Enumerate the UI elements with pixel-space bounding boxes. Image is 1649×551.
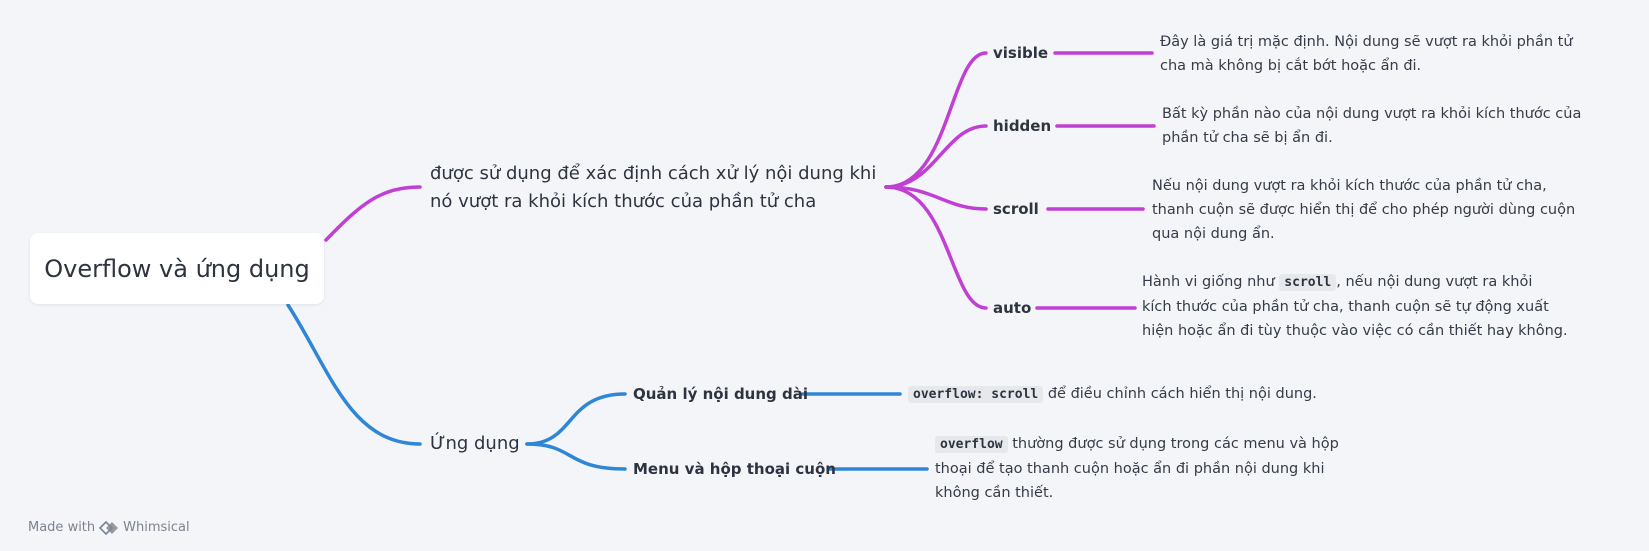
root-node[interactable]: Overflow và ứng dụng xyxy=(30,233,324,304)
definition-line-1: được sử dụng để xác định cách xử lý nội … xyxy=(430,163,877,184)
value-node-hidden[interactable]: hidden xyxy=(993,117,1052,135)
desc-scroll-menu-text: thường được sử dụng trong các menu và hộ… xyxy=(1012,436,1339,452)
desc-scroll-line-1: Nếu nội dung vượt ra khỏi kích thước của… xyxy=(1152,178,1547,194)
desc-scroll-menu-line-3: không cần thiết. xyxy=(935,485,1054,501)
root-label: Overflow và ứng dụng xyxy=(44,254,310,283)
made-with-footer[interactable]: Made with Whimsical xyxy=(28,520,190,535)
desc-scroll-line-2: thanh cuộn sẽ được hiển thị để cho phép … xyxy=(1152,202,1576,218)
desc-long-content-text: để điều chỉnh cách hiển thị nội dung. xyxy=(1047,386,1317,402)
link-definition-auto xyxy=(884,185,988,310)
desc-hidden[interactable]: Bất kỳ phần nào của nội dung vượt ra khỏ… xyxy=(1162,102,1632,150)
desc-visible[interactable]: Đây là giá trị mặc định. Nội dung sẽ vượ… xyxy=(1160,30,1630,78)
application-item-scroll-menu[interactable]: Menu và hộp thoại cuộn xyxy=(633,460,836,478)
desc-scroll-menu-line-2: thoại để tạo thanh cuộn hoặc ẩn đi phần … xyxy=(935,461,1325,477)
application-item-long-content[interactable]: Quản lý nội dung dài xyxy=(633,385,808,403)
application-node[interactable]: Ứng dụng xyxy=(430,433,520,454)
whimsical-brand: Whimsical xyxy=(123,520,190,535)
link-application-item1 xyxy=(525,392,627,446)
definition-line-2: nó vượt ra khỏi kích thước của phần tử c… xyxy=(430,191,817,212)
desc-visible-line-2: cha mà không bị cắt bớt hoặc ẩn đi. xyxy=(1160,58,1422,74)
link-definition-hidden xyxy=(884,124,988,189)
desc-auto-line-2: kích thước của phần tử cha, thanh cuộn s… xyxy=(1142,299,1549,315)
desc-scroll-line-3: qua nội dung ẩn. xyxy=(1152,226,1275,242)
desc-scroll[interactable]: Nếu nội dung vượt ra khỏi kích thước của… xyxy=(1152,174,1632,246)
whimsical-logo-icon xyxy=(99,520,119,535)
code-overflow: overflow xyxy=(935,436,1008,453)
link-application-item2 xyxy=(525,442,627,471)
code-scroll: scroll xyxy=(1279,274,1337,291)
made-with-label: Made with xyxy=(28,520,96,535)
desc-hidden-line-2: phần tử cha sẽ bị ẩn đi. xyxy=(1162,130,1333,146)
desc-visible-line-1: Đây là giá trị mặc định. Nội dung sẽ vượ… xyxy=(1160,34,1573,50)
desc-scroll-menu-line-1: overflow thường được sử dụng trong các m… xyxy=(935,432,1385,457)
link-definition-visible xyxy=(884,51,988,189)
desc-hidden-line-1: Bất kỳ phần nào của nội dung vượt ra khỏ… xyxy=(1162,106,1582,122)
code-overflow-scroll: overflow: scroll xyxy=(908,386,1044,403)
desc-auto-line-1: Hành vi giống như scroll, nếu nội dung v… xyxy=(1142,270,1632,295)
desc-auto-text-b: , nếu nội dung vượt ra khỏi xyxy=(1336,274,1533,290)
desc-auto-text-a: Hành vi giống như xyxy=(1142,274,1275,290)
desc-auto-line-3: hiện hoặc ẩn đi tùy thuộc vào việc có cầ… xyxy=(1142,323,1568,339)
desc-long-content[interactable]: overflow: scroll để điều chỉnh cách hiển… xyxy=(908,382,1317,407)
desc-auto[interactable]: Hành vi giống như scroll, nếu nội dung v… xyxy=(1142,270,1632,343)
value-node-auto[interactable]: auto xyxy=(993,299,1032,317)
link-root-application xyxy=(286,303,422,446)
value-node-visible[interactable]: visible xyxy=(993,44,1049,62)
desc-scroll-menu[interactable]: overflow thường được sử dụng trong các m… xyxy=(935,432,1385,505)
definition-node[interactable]: được sử dụng để xác định cách xử lý nội … xyxy=(430,160,876,216)
link-root-definition xyxy=(324,185,422,242)
value-node-scroll[interactable]: scroll xyxy=(993,200,1039,218)
